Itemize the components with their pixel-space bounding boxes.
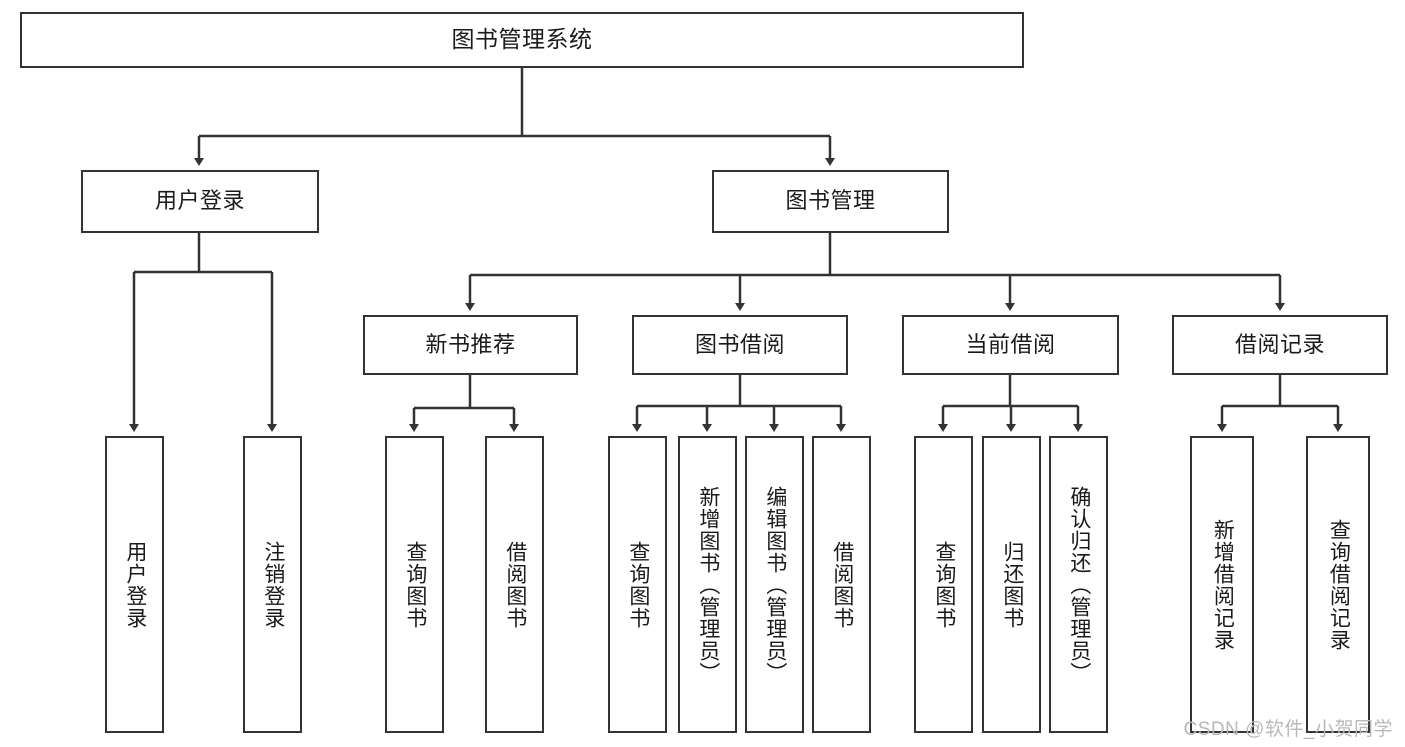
leaf-borrow-book[interactable]: 借阅图书 <box>812 436 871 733</box>
node-label: 查询图书 <box>626 540 650 629</box>
node-label: 注销登录 <box>261 540 285 629</box>
node-label: 图书管理系统 <box>451 26 593 53</box>
node-label: 当前借阅 <box>965 331 1056 357</box>
node-label: 新书推荐 <box>425 331 516 357</box>
leaf-add-borrow-record[interactable]: 新增借阅记录 <box>1190 436 1254 733</box>
node-label: 归还图书 <box>1000 540 1024 629</box>
leaf-query-book-current[interactable]: 查询图书 <box>914 436 973 733</box>
leaf-logout-login[interactable]: 注销登录 <box>243 436 302 733</box>
leaf-borrow-book-recommend[interactable]: 借阅图书 <box>485 436 544 733</box>
csdn-watermark: CSDN @软件_小贺同学 <box>1183 719 1393 740</box>
leaf-return-book[interactable]: 归还图书 <box>982 436 1041 733</box>
leaf-query-borrow-record[interactable]: 查询借阅记录 <box>1306 436 1370 733</box>
node-book-borrow[interactable]: 图书借阅 <box>632 315 848 375</box>
node-label: 借阅记录 <box>1234 331 1325 357</box>
node-borrow-record[interactable]: 借阅记录 <box>1172 315 1388 375</box>
node-label: 图书借阅 <box>694 331 785 357</box>
node-book-management[interactable]: 图书管理 <box>712 170 949 233</box>
node-label: 图书管理 <box>785 188 876 214</box>
node-label: 借阅图书 <box>503 540 527 629</box>
node-label: 用户登录 <box>123 540 147 629</box>
leaf-query-book-borrow[interactable]: 查询图书 <box>608 436 667 733</box>
leaf-add-book[interactable]: 新增图书（管理员） <box>678 436 737 733</box>
node-label: 编辑图书（管理员） <box>763 485 787 684</box>
leaf-query-book-recommend[interactable]: 查询图书 <box>385 436 444 733</box>
leaf-confirm-return[interactable]: 确认归还（管理员） <box>1049 436 1108 733</box>
node-book-management-system[interactable]: 图书管理系统 <box>20 12 1024 68</box>
node-label: 确认归还（管理员） <box>1067 485 1091 684</box>
node-new-book-recommend[interactable]: 新书推荐 <box>363 315 578 375</box>
node-label: 新增借阅记录 <box>1211 518 1235 651</box>
node-label: 借阅图书 <box>830 540 854 629</box>
node-label: 新增图书（管理员） <box>696 485 720 684</box>
node-label: 查询图书 <box>403 540 427 629</box>
node-current-borrow[interactable]: 当前借阅 <box>902 315 1119 375</box>
node-label: 用户登录 <box>154 188 245 214</box>
leaf-user-login[interactable]: 用户登录 <box>105 436 164 733</box>
node-label: 查询借阅记录 <box>1327 518 1351 651</box>
node-label: 查询图书 <box>932 540 956 629</box>
node-user-login[interactable]: 用户登录 <box>81 170 319 233</box>
leaf-edit-book[interactable]: 编辑图书（管理员） <box>745 436 804 733</box>
